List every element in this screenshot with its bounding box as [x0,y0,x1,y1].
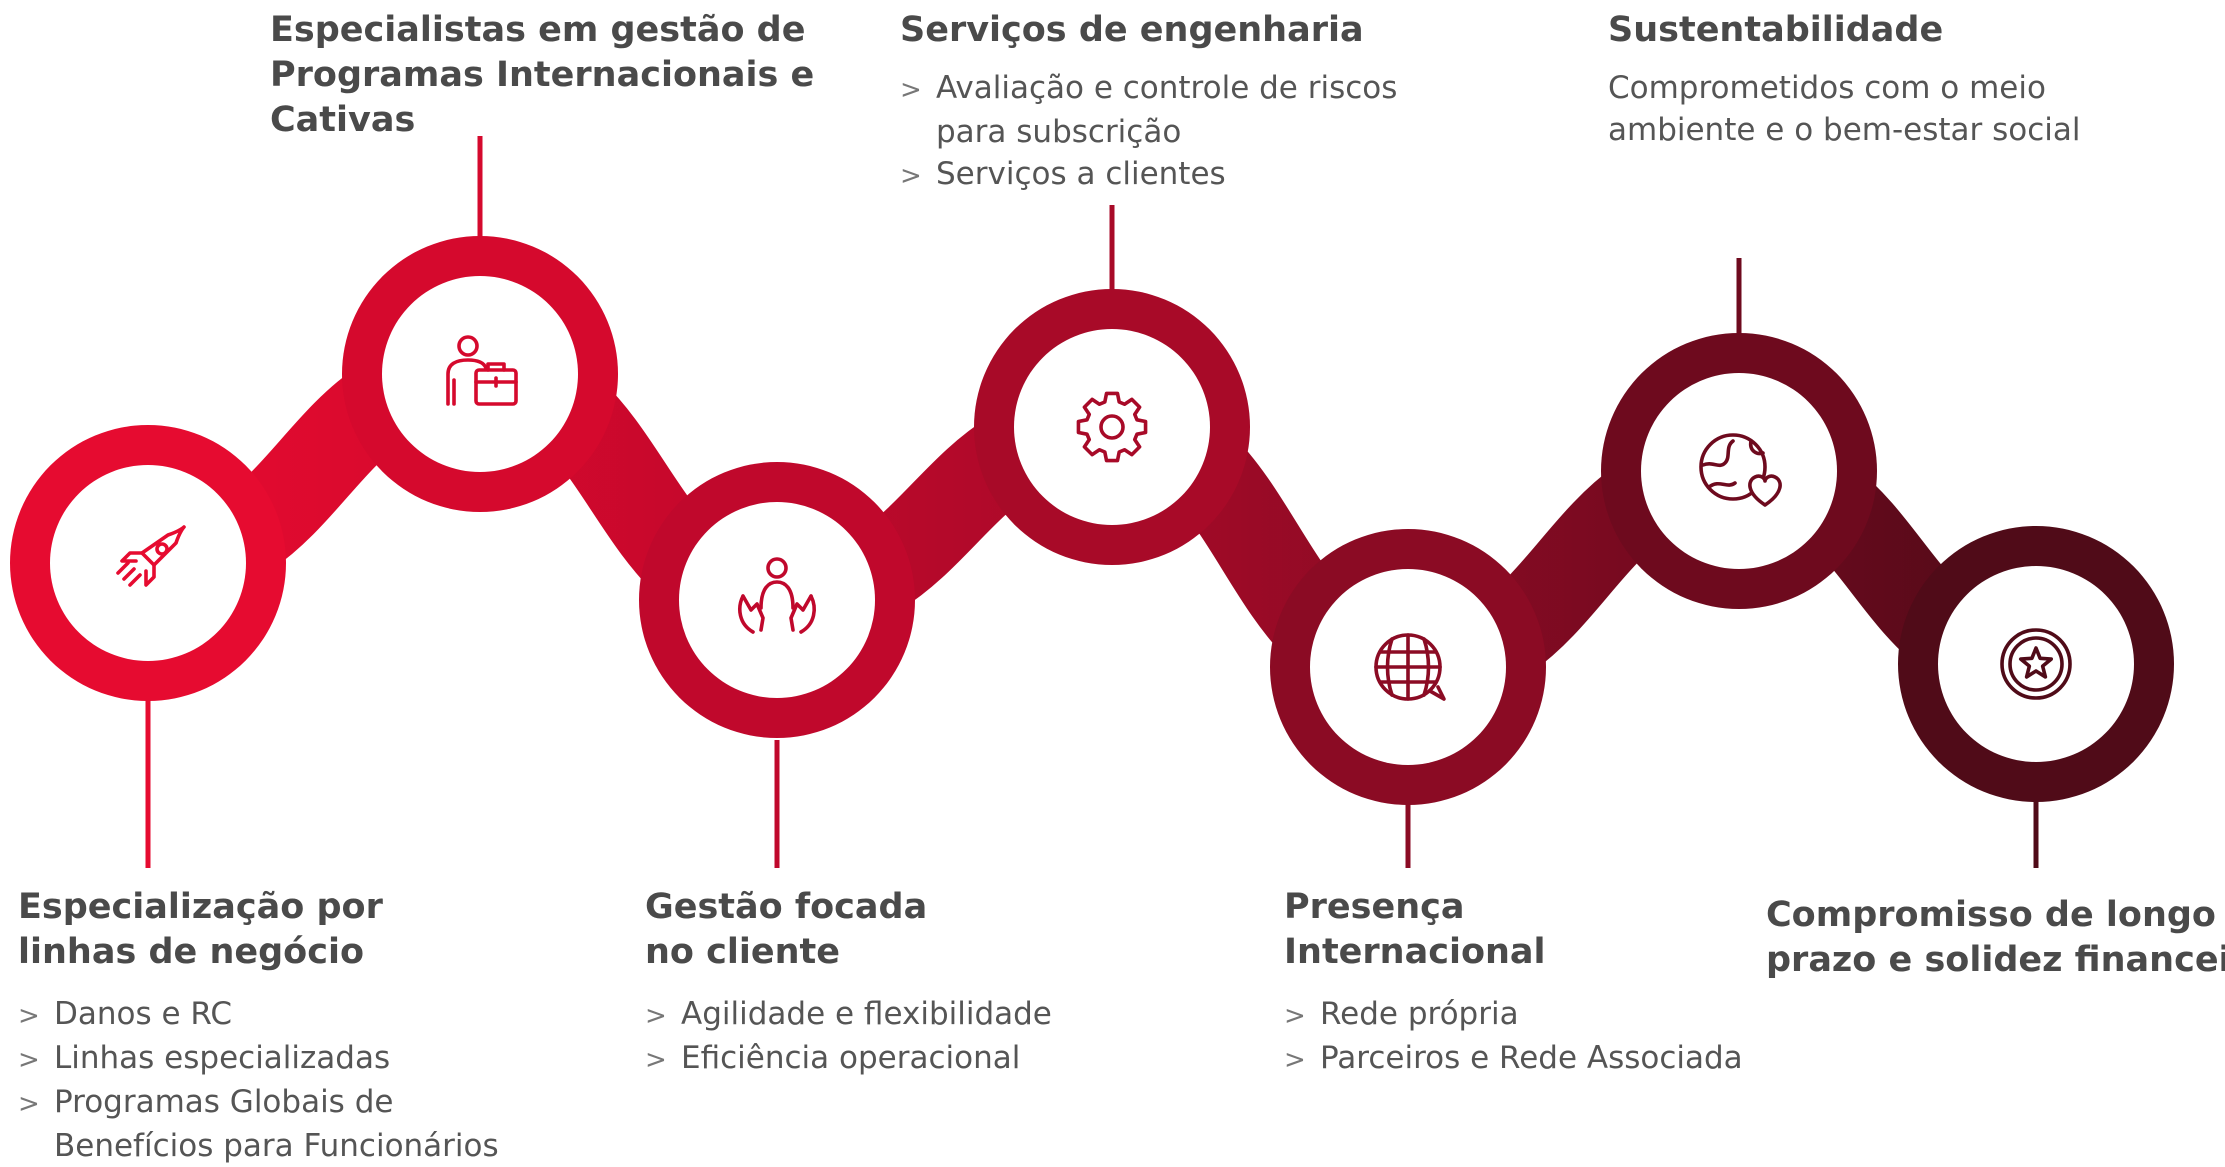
gear-icon [1076,391,1148,463]
step-1-list: >Danos e RC >Linhas especializadas >Prog… [18,993,499,1167]
step-2-title: Especialistas em gestão de Programas Int… [270,8,814,143]
node-inner [679,502,875,698]
step-7-text: Compromisso de longo prazo e solidez fin… [1766,893,2225,983]
list-item: >Eficiência operacional [645,1040,1021,1076]
list-item: >Parceiros e Rede Associada [1284,1040,1743,1076]
list-item: >Linhas especializadas [18,1040,391,1076]
node-step-7 [1898,526,2174,802]
step-1-title: Especialização por linhas de negócio [18,885,499,975]
step-4-text: Serviços de engenharia >Avaliação e cont… [900,8,1397,197]
step-3-list: >Agilidade e flexibilidade >Eficiência o… [645,993,1052,1081]
node-inner [382,276,578,472]
step-1-text: Especialização por linhas de negócio >Da… [18,885,499,1167]
hands-person-icon [738,557,816,634]
step-5-list: >Rede própria >Parceiros e Rede Associad… [1284,993,1743,1081]
step-7-title: Compromisso de longo prazo e solidez fin… [1766,893,2225,983]
step-2-title-line-2: Programas Internacionais e [270,55,815,95]
step-6-text: Sustentabilidade Comprometidos com o mei… [1608,8,2081,151]
node-step-2 [342,236,618,512]
step-2-text: Especialistas em gestão de Programas Int… [270,8,814,143]
step-3-text: Gestão focada no cliente >Agilidade e fl… [645,885,1052,1081]
list-item: >Rede própria [1284,996,1519,1032]
step-1-title-line-1: Especialização por [18,887,383,927]
globe-grid-icon [1374,633,1446,701]
step-7-title-line-1: Compromisso de longo [1766,895,2216,935]
rocket-icon [116,525,186,587]
step-7-title-line-2: prazo e solidez financeira [1766,940,2225,980]
node-step-6 [1601,333,1877,609]
star-badge-icon [2000,628,2072,700]
step-5-text: Presença Internacional >Rede própria >Pa… [1284,885,1743,1081]
step-6-desc-line-1: Comprometidos com o meio [1608,70,2046,106]
step-1-title-line-2: linhas de negócio [18,932,364,972]
person-briefcase-icon [446,335,518,406]
step-6-desc-line-2: ambiente e o bem-estar social [1608,112,2081,148]
node-inner [50,465,246,661]
step-4-title-line-1: Serviços de engenharia [900,10,1364,50]
list-item: >Agilidade e flexibilidade [645,996,1052,1032]
node-step-5 [1270,529,1546,805]
step-5-title-line-2: Internacional [1284,932,1546,972]
node-inner [1938,566,2134,762]
earth-heart-icon [1699,433,1782,507]
step-6-description: Comprometidos com o meio ambiente e o be… [1608,67,2081,151]
stems [145,136,2039,868]
step-3-title-line-1: Gestão focada [645,887,928,927]
node-step-4 [974,289,1250,565]
list-item: >Danos e RC [18,996,233,1032]
step-4-title: Serviços de engenharia [900,8,1397,53]
list-item: >Serviços a clientes [900,156,1226,192]
step-2-title-line-3: Cativas [270,100,416,140]
step-6-title-line-1: Sustentabilidade [1608,10,1944,50]
node-step-1 [10,425,286,701]
step-2-title-line-1: Especialistas em gestão de [270,10,806,50]
step-3-title-line-2: no cliente [645,932,841,972]
node-step-3 [639,462,915,738]
step-6-title: Sustentabilidade [1608,8,2081,53]
step-5-title-line-1: Presença [1284,887,1465,927]
node-inner [1641,373,1837,569]
nodes [10,236,2174,805]
node-inner [1014,329,1210,525]
step-5-title: Presença Internacional [1284,885,1743,975]
step-3-title: Gestão focada no cliente [645,885,1052,975]
